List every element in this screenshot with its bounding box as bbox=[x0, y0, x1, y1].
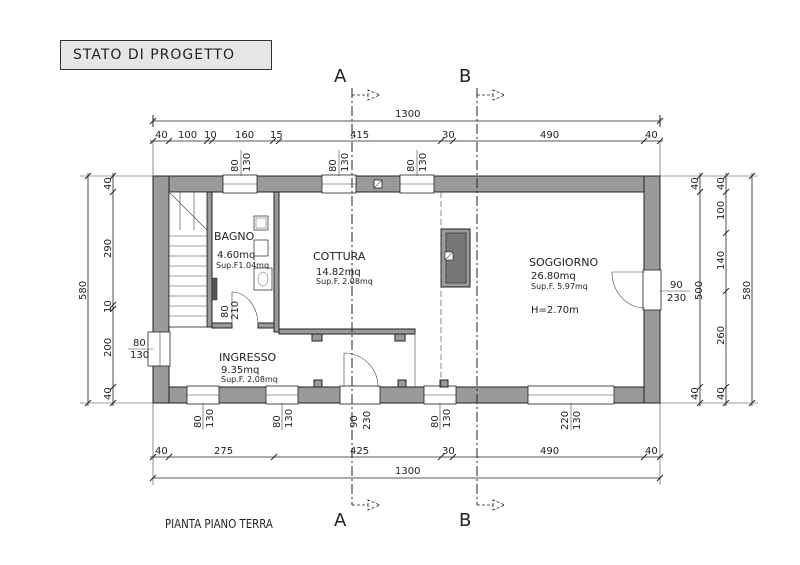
svg-text:160: 160 bbox=[235, 130, 254, 141]
svg-text:80: 80 bbox=[328, 159, 339, 172]
svg-text:490: 490 bbox=[540, 446, 559, 457]
svg-text:230: 230 bbox=[362, 411, 373, 430]
drawing-caption: PIANTA PIANO TERRA bbox=[165, 517, 273, 531]
svg-text:40: 40 bbox=[645, 130, 658, 141]
outer-walls bbox=[147, 174, 662, 405]
section-line-a: A A bbox=[334, 66, 382, 531]
section-b-label-top: B bbox=[459, 66, 471, 87]
svg-text:BAGNO: BAGNO bbox=[214, 230, 255, 243]
svg-text:130: 130 bbox=[418, 153, 429, 172]
svg-text:H=2.70m: H=2.70m bbox=[531, 305, 579, 316]
bath-door-h: 210 bbox=[230, 301, 241, 320]
room-ingresso: INGRESSO 9.35mq Sup.F. 2.08mq bbox=[219, 351, 278, 384]
top-opening-labels: 80 130 80 130 80 130 bbox=[230, 150, 429, 176]
section-a-label-bottom: A bbox=[334, 510, 347, 531]
room-cottura: COTTURA 14.82mq Sup.F. 2.08mq bbox=[313, 250, 373, 286]
svg-text:COTTURA: COTTURA bbox=[313, 250, 366, 263]
svg-text:30: 30 bbox=[442, 446, 455, 457]
svg-text:40: 40 bbox=[155, 130, 168, 141]
svg-text:40: 40 bbox=[103, 387, 114, 400]
svg-text:425: 425 bbox=[350, 446, 369, 457]
svg-text:9.35mq: 9.35mq bbox=[221, 365, 259, 376]
svg-text:490: 490 bbox=[540, 130, 559, 141]
svg-text:Sup.F. 2.08mq: Sup.F. 2.08mq bbox=[316, 277, 373, 286]
svg-text:30: 30 bbox=[442, 130, 455, 141]
svg-text:580: 580 bbox=[742, 281, 753, 300]
interior-walls bbox=[206, 179, 471, 388]
svg-text:100: 100 bbox=[716, 201, 727, 220]
svg-text:40: 40 bbox=[645, 446, 658, 457]
left-dimensions: 580 40 290 10 200 40 bbox=[78, 172, 153, 407]
room-soggiorno: SOGGIORNO 26.80mq Sup.F. 5.97mq H=2.70m bbox=[529, 256, 598, 316]
svg-text:INGRESSO: INGRESSO bbox=[219, 351, 277, 364]
bottom-dimensions: 40 275 425 30 490 40 1300 bbox=[149, 403, 664, 485]
right-door-h: 230 bbox=[667, 293, 686, 304]
left-window-h: 130 bbox=[130, 350, 149, 361]
svg-text:130: 130 bbox=[205, 409, 216, 428]
svg-text:40: 40 bbox=[690, 177, 701, 190]
bottom-opening-labels: 80 130 80 130 90 230 80 130 220 130 bbox=[193, 403, 583, 430]
staircase bbox=[168, 191, 208, 328]
svg-text:130: 130 bbox=[442, 409, 453, 428]
svg-text:1300: 1300 bbox=[395, 109, 420, 120]
svg-text:275: 275 bbox=[214, 446, 233, 457]
bath-door-w: 80 bbox=[220, 305, 231, 318]
svg-text:26.80mq: 26.80mq bbox=[531, 271, 576, 282]
svg-text:40: 40 bbox=[103, 177, 114, 190]
svg-text:80: 80 bbox=[406, 159, 417, 172]
bathroom-fixtures bbox=[211, 215, 273, 301]
svg-text:14.82mq: 14.82mq bbox=[316, 267, 361, 278]
svg-text:Sup.F1.04mq: Sup.F1.04mq bbox=[216, 261, 269, 270]
svg-text:130: 130 bbox=[284, 409, 295, 428]
svg-text:500: 500 bbox=[694, 281, 705, 300]
svg-text:40: 40 bbox=[155, 446, 168, 457]
svg-text:140: 140 bbox=[716, 251, 727, 270]
left-window-w: 80 bbox=[133, 338, 146, 349]
room-bagno: BAGNO 4.60mq Sup.F1.04mq bbox=[214, 230, 269, 270]
svg-text:80: 80 bbox=[430, 415, 441, 428]
svg-text:130: 130 bbox=[340, 153, 351, 172]
svg-text:290: 290 bbox=[103, 239, 114, 258]
section-line-b: B B bbox=[459, 66, 507, 531]
svg-text:40: 40 bbox=[716, 387, 727, 400]
door-swings bbox=[231, 271, 646, 388]
svg-text:SOGGIORNO: SOGGIORNO bbox=[529, 256, 598, 269]
svg-text:90: 90 bbox=[349, 415, 360, 428]
svg-text:4.60mq: 4.60mq bbox=[217, 250, 255, 261]
svg-text:80: 80 bbox=[272, 415, 283, 428]
svg-text:80: 80 bbox=[193, 415, 204, 428]
svg-text:40: 40 bbox=[716, 177, 727, 190]
svg-text:10: 10 bbox=[103, 300, 114, 313]
svg-text:200: 200 bbox=[103, 338, 114, 357]
drawing-title: STATO DI PROGETTO bbox=[60, 40, 272, 70]
svg-text:80: 80 bbox=[230, 159, 241, 172]
svg-text:40: 40 bbox=[690, 387, 701, 400]
svg-text:580: 580 bbox=[78, 281, 89, 300]
svg-text:415: 415 bbox=[350, 130, 369, 141]
svg-text:15: 15 bbox=[270, 130, 283, 141]
section-a-label-top: A bbox=[334, 66, 347, 87]
svg-text:100: 100 bbox=[178, 130, 197, 141]
top-dimensions: 1300 40 100 10 160 15 415 30 490 40 bbox=[149, 109, 664, 176]
svg-text:130: 130 bbox=[572, 411, 583, 430]
svg-text:260: 260 bbox=[716, 326, 727, 345]
svg-text:130: 130 bbox=[242, 153, 253, 172]
svg-text:Sup.F. 2.08mq: Sup.F. 2.08mq bbox=[221, 375, 278, 384]
svg-text:10: 10 bbox=[204, 130, 217, 141]
svg-text:220: 220 bbox=[560, 411, 571, 430]
right-dimensions: 40 500 40 40 100 140 260 40 580 bbox=[660, 172, 758, 407]
right-door-w: 90 bbox=[670, 280, 683, 291]
svg-text:Sup.F. 5.97mq: Sup.F. 5.97mq bbox=[531, 282, 588, 291]
svg-text:1300: 1300 bbox=[395, 466, 420, 477]
section-b-label-bottom: B bbox=[459, 510, 471, 531]
